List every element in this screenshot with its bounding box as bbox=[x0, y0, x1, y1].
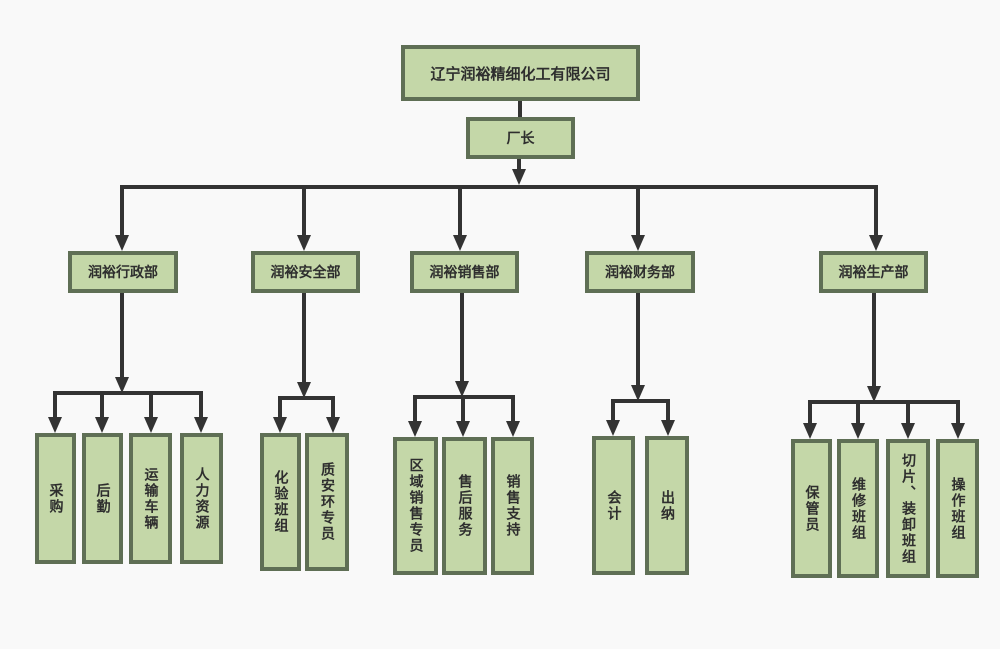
arrowhead-icon bbox=[48, 417, 62, 433]
arrowhead-icon bbox=[456, 421, 470, 437]
dept-sales-label: 润裕销售部 bbox=[429, 265, 500, 281]
arrowhead-icon bbox=[95, 417, 109, 433]
arrowhead-icon bbox=[455, 381, 469, 397]
unit-node: 采购 bbox=[35, 433, 76, 564]
unit-label: 区域销售专员 bbox=[407, 458, 424, 554]
unit-node: 保管员 bbox=[791, 439, 832, 578]
company-root-label: 辽宁润裕精细化工有限公司 bbox=[430, 64, 611, 83]
unit-label: 保管员 bbox=[803, 484, 820, 533]
arrowhead-icon bbox=[453, 235, 467, 251]
arrowhead-icon bbox=[194, 417, 208, 433]
unit-label: 出纳 bbox=[659, 489, 675, 522]
arrowhead-icon bbox=[869, 235, 883, 251]
arrowhead-icon bbox=[951, 423, 965, 439]
arrowhead-icon bbox=[803, 423, 817, 439]
arrowhead-icon bbox=[326, 417, 340, 433]
unit-node: 切片、装卸班组 bbox=[886, 439, 930, 578]
arrowhead-icon bbox=[408, 421, 422, 437]
arrowhead-icon bbox=[631, 235, 645, 251]
unit-label: 人力资源 bbox=[193, 466, 210, 531]
arrowhead-icon bbox=[901, 423, 915, 439]
dept-finance-node: 润裕财务部 bbox=[585, 251, 695, 293]
arrowhead-icon bbox=[661, 420, 675, 436]
factory-director-label: 厂长 bbox=[506, 131, 535, 147]
unit-node: 后勤 bbox=[82, 433, 123, 564]
unit-node: 维修班组 bbox=[837, 439, 879, 578]
dept-finance-label: 润裕财务部 bbox=[605, 265, 675, 281]
dept-admin-label: 润裕行政部 bbox=[88, 265, 158, 281]
unit-node: 质安环专员 bbox=[305, 433, 349, 571]
arrowhead-icon bbox=[506, 421, 520, 437]
arrowhead-icon bbox=[851, 423, 865, 439]
unit-label: 运输车辆 bbox=[142, 466, 159, 531]
arrowhead-icon bbox=[115, 377, 129, 393]
unit-label: 质安环专员 bbox=[319, 462, 335, 542]
arrowhead-icon bbox=[273, 417, 287, 433]
arrowhead-icon bbox=[512, 169, 526, 185]
arrowhead-icon bbox=[297, 382, 311, 398]
unit-label: 维修班组 bbox=[850, 476, 866, 541]
arrowhead-icon bbox=[144, 417, 158, 433]
unit-label: 售后服务 bbox=[456, 474, 473, 538]
unit-node: 会计 bbox=[592, 436, 635, 575]
unit-node: 化验班组 bbox=[260, 433, 301, 571]
unit-node: 运输车辆 bbox=[129, 433, 172, 564]
dept-production-node: 润裕生产部 bbox=[819, 251, 928, 293]
arrowhead-icon bbox=[631, 385, 645, 401]
unit-label: 会计 bbox=[605, 489, 622, 522]
arrowhead-icon bbox=[867, 386, 881, 402]
arrowhead-icon bbox=[115, 235, 129, 251]
dept-safety-node: 润裕安全部 bbox=[251, 251, 360, 293]
unit-node: 人力资源 bbox=[180, 433, 223, 564]
dept-sales-node: 润裕销售部 bbox=[410, 251, 519, 293]
unit-label: 采购 bbox=[47, 482, 64, 515]
unit-node: 区域销售专员 bbox=[393, 437, 438, 575]
unit-label: 切片、装卸班组 bbox=[900, 452, 916, 565]
dept-admin-node: 润裕行政部 bbox=[68, 251, 178, 293]
unit-node: 操作班组 bbox=[936, 439, 979, 578]
factory-director-node: 厂长 bbox=[466, 117, 575, 159]
dept-production-label: 润裕生产部 bbox=[838, 265, 909, 281]
unit-label: 操作班组 bbox=[949, 476, 966, 541]
company-root-node: 辽宁润裕精细化工有限公司 bbox=[401, 45, 640, 101]
arrowhead-icon bbox=[297, 235, 311, 251]
dept-safety-label: 润裕安全部 bbox=[270, 265, 341, 281]
unit-node: 销售支持 bbox=[491, 437, 534, 575]
unit-node: 售后服务 bbox=[442, 437, 487, 575]
unit-label: 销售支持 bbox=[504, 474, 521, 538]
unit-label: 化验班组 bbox=[272, 470, 289, 534]
unit-node: 出纳 bbox=[645, 436, 689, 575]
unit-label: 后勤 bbox=[94, 482, 111, 515]
arrowhead-icon bbox=[606, 420, 620, 436]
